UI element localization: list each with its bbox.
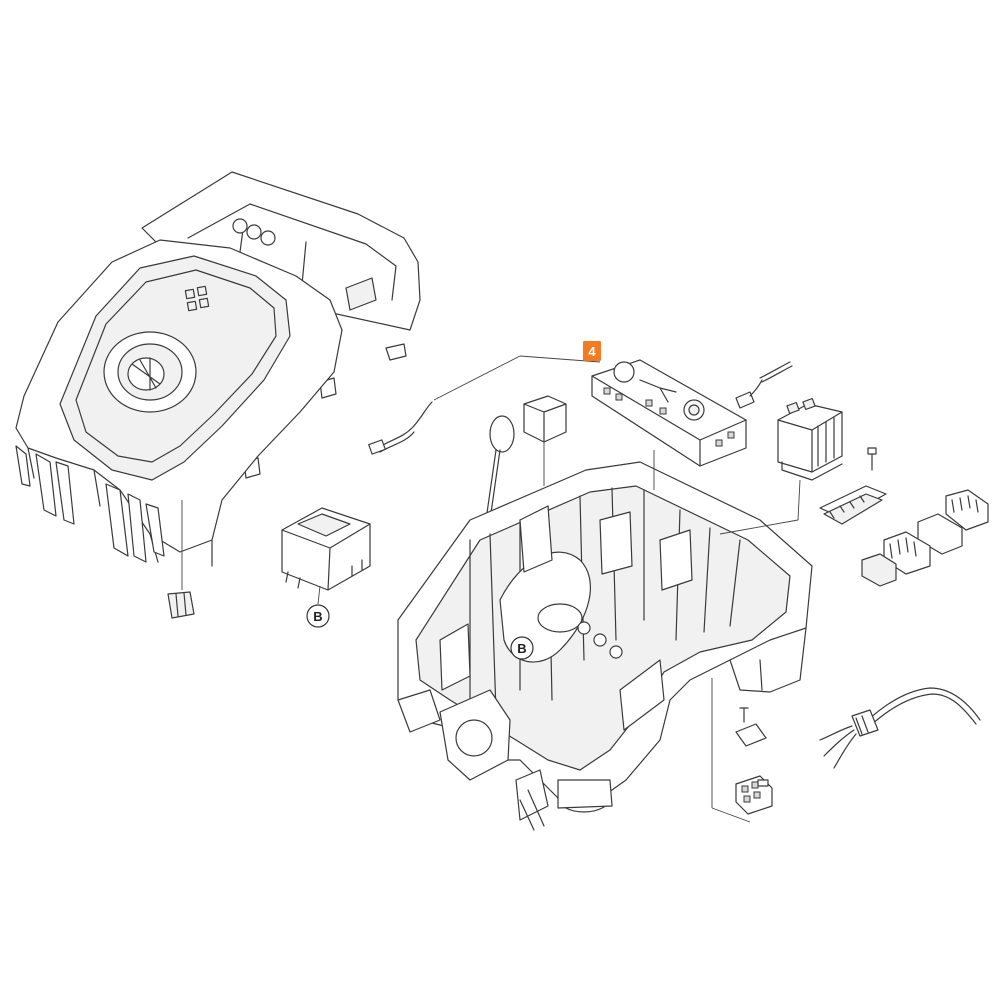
- cover-dial-icon: [103, 331, 197, 413]
- transformer-ref-marker: B: [306, 604, 330, 628]
- screw-icon: [867, 447, 877, 471]
- transformer-ref-label: B: [313, 609, 322, 624]
- wire-harness-left[interactable]: [368, 401, 433, 455]
- transformer[interactable]: [281, 507, 371, 605]
- din-rail[interactable]: [819, 485, 887, 525]
- terminal-blocks[interactable]: [861, 489, 989, 587]
- wire-harness-right[interactable]: [735, 361, 793, 409]
- ferrite-connector[interactable]: [523, 395, 567, 486]
- chassis-ref-marker: B: [510, 636, 534, 660]
- clip-part[interactable]: [711, 678, 767, 823]
- power-cable[interactable]: [819, 687, 981, 769]
- top-cover[interactable]: [15, 171, 421, 619]
- terminal-block[interactable]: [735, 775, 773, 815]
- base-chassis[interactable]: [397, 461, 813, 831]
- sensor-cord[interactable]: [485, 415, 515, 521]
- callout-4: 4: [583, 341, 601, 361]
- cover-logo-icon: [184, 285, 210, 312]
- callout-4-label: 4: [588, 344, 596, 359]
- contactor[interactable]: [719, 397, 843, 535]
- control-pcb[interactable]: [591, 359, 747, 490]
- chassis-ref-label: B: [517, 641, 526, 656]
